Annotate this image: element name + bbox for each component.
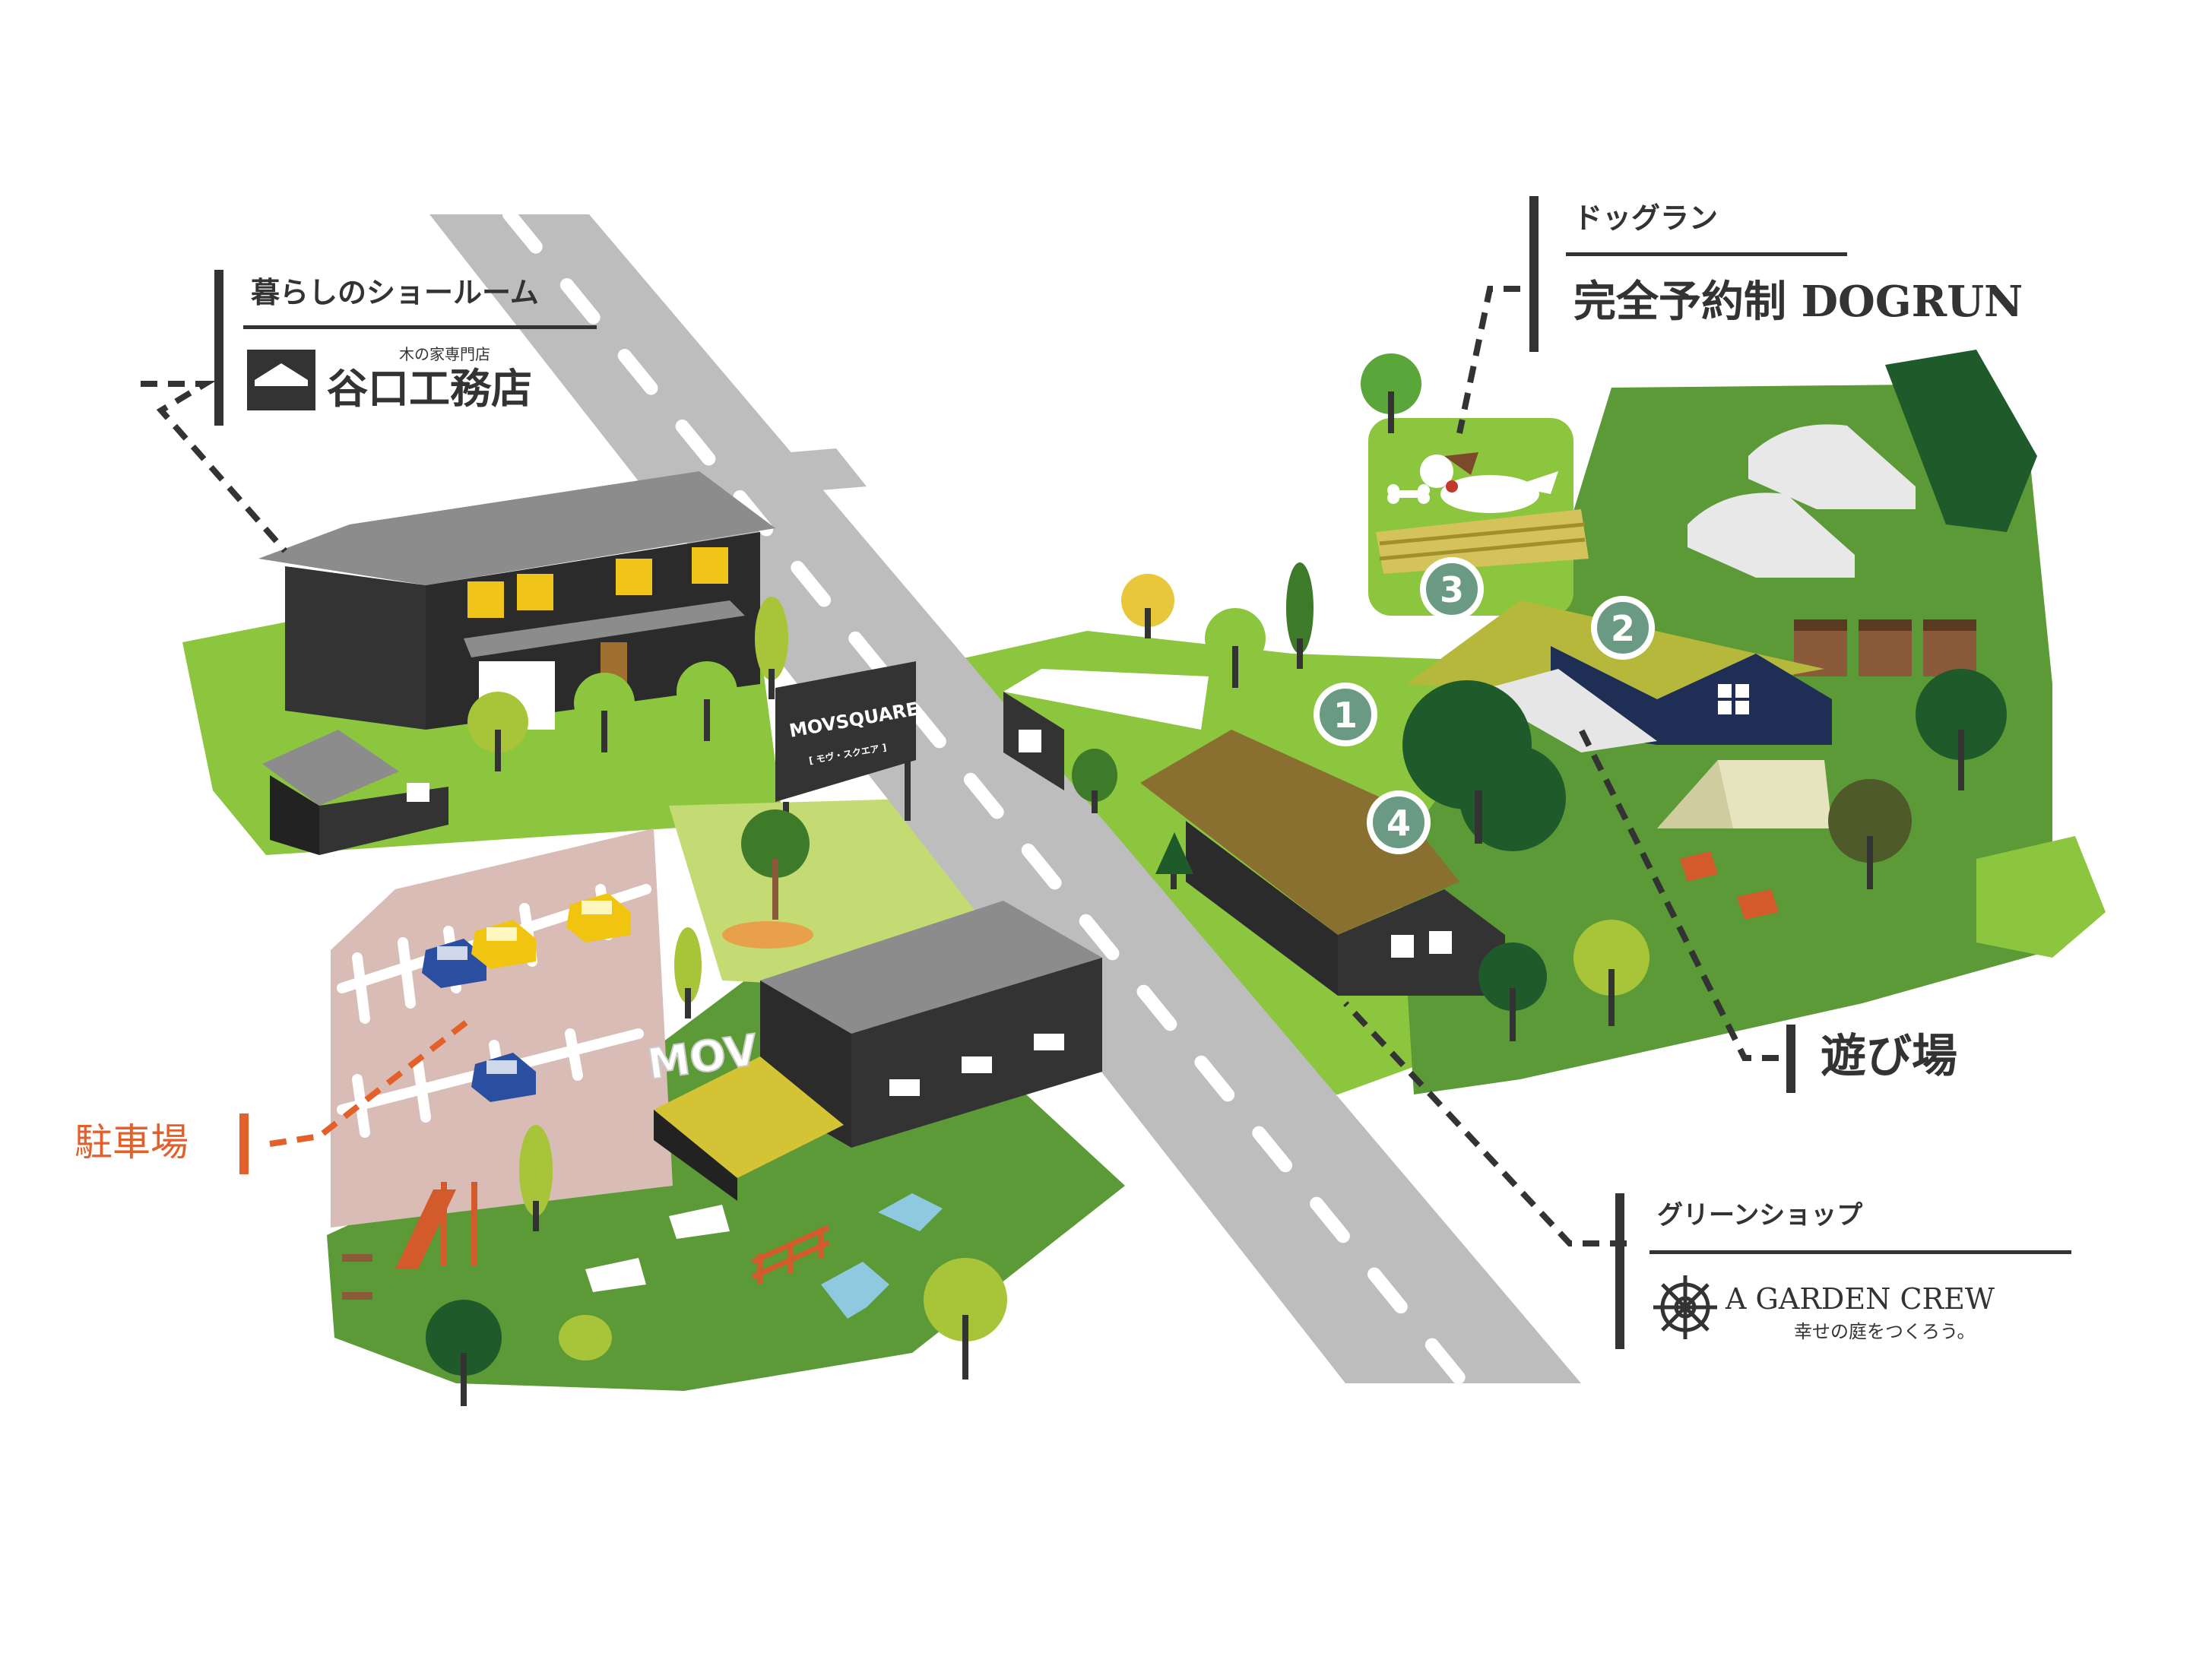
marker-3[interactable]: 3 <box>1420 557 1484 621</box>
parking-name: 駐車場 <box>74 1120 189 1164</box>
tree <box>467 692 528 771</box>
label-underline <box>1649 1250 2071 1254</box>
greenshop-label[interactable]: グリーンショップ A GARDEN CREW 幸せの庭をつくろう。 <box>1615 1193 2071 1349</box>
fence <box>751 1224 830 1284</box>
leader-lines <box>141 286 1779 1246</box>
tree <box>741 809 810 920</box>
parking-lot <box>331 828 673 1227</box>
tree <box>1205 608 1266 688</box>
tree <box>924 1258 1007 1379</box>
marker-4-label: 4 <box>1386 803 1411 844</box>
playground <box>342 1182 477 1300</box>
tree <box>1478 942 1547 1041</box>
greenhouses <box>1688 424 1916 578</box>
car <box>422 939 486 988</box>
car <box>471 1053 536 1102</box>
parking-surface <box>331 828 673 1227</box>
label-bar <box>1529 196 1539 352</box>
tent <box>1657 760 1832 828</box>
playground-name: 遊び場 <box>1821 1030 1957 1083</box>
bench-icon <box>342 1254 372 1300</box>
marker-2[interactable]: 2 <box>1591 596 1655 660</box>
greenshop-name: A GARDEN CREW <box>1725 1282 1995 1316</box>
parking-label[interactable]: 駐車場 <box>74 1113 249 1174</box>
leader-playground <box>1578 728 1779 1061</box>
tree <box>559 1315 612 1360</box>
windows <box>467 547 728 618</box>
tree <box>1828 779 1912 889</box>
label-underline <box>1566 252 1847 256</box>
label-underline <box>243 325 597 329</box>
tree <box>674 927 702 1018</box>
tree <box>722 921 813 949</box>
tree <box>519 1125 553 1231</box>
showroom-label[interactable]: 暮らしのショールーム 木の家専門店 谷口工務店 <box>214 270 597 426</box>
greenshop-tagline: 幸せの庭をつくろう。 <box>1794 1321 1976 1342</box>
tree <box>1121 574 1174 638</box>
bone-icon <box>1387 484 1430 504</box>
greenshop-category: グリーンショップ <box>1657 1200 1862 1231</box>
dogrun-label[interactable]: ドッグラン 完全予約制 DOGRUN <box>1529 196 2023 352</box>
marker-1-label: 1 <box>1333 695 1358 736</box>
leader-parking <box>269 1015 474 1147</box>
leader-greenshop <box>1343 1001 1627 1246</box>
greenhouse <box>1748 424 1916 509</box>
dogrun <box>1376 452 1589 574</box>
tree <box>1885 350 2037 532</box>
leader-showroom <box>141 381 288 553</box>
marker-1[interactable]: 1 <box>1314 683 1377 746</box>
dog-fence <box>1376 509 1589 574</box>
dogrun-name: 完全予約制 DOGRUN <box>1573 277 2023 327</box>
tree <box>1286 562 1314 669</box>
bird-icon <box>821 1193 943 1319</box>
animal-icon <box>585 1205 730 1292</box>
roof <box>258 471 775 585</box>
house-logo-icon <box>247 350 315 410</box>
tree <box>1361 353 1421 433</box>
chairs <box>1680 851 1779 920</box>
marker-3-label: 3 <box>1440 569 1464 610</box>
marker-2-label: 2 <box>1611 608 1635 649</box>
patio <box>1475 669 1657 752</box>
storage-boxes <box>1794 619 1976 676</box>
playground-label[interactable]: 遊び場 <box>1786 1025 1957 1093</box>
label-bar <box>1786 1025 1795 1093</box>
grass-right-edge <box>1976 836 2106 958</box>
dogrun-category: ドッグラン <box>1573 201 1718 235</box>
label-bar <box>214 270 223 426</box>
tree <box>426 1300 502 1406</box>
greenhouse <box>1688 493 1855 578</box>
tree <box>574 673 635 752</box>
road-center-line <box>502 207 1470 1390</box>
car <box>566 893 631 942</box>
tree <box>1072 749 1117 813</box>
movsquare-signboard: MOVSQUARE [ モヴ・スクエア ] <box>775 661 921 840</box>
road-branch <box>745 448 867 494</box>
showroom-building <box>258 471 775 855</box>
label-bar <box>1615 1193 1624 1349</box>
tree <box>1573 920 1649 1026</box>
tree <box>1402 680 1566 851</box>
marker-4[interactable]: 4 <box>1367 790 1431 854</box>
tree <box>755 597 788 699</box>
long-building <box>1003 669 1505 996</box>
trees <box>426 350 2037 1406</box>
tree <box>677 661 737 741</box>
leader-dogrun <box>1456 286 1520 434</box>
mov-building <box>654 901 1102 1201</box>
ship-wheel-logo-icon <box>1653 1275 1717 1339</box>
markers: 1 2 3 4 <box>1314 557 1655 854</box>
showroom-category: 暮らしのショールーム <box>251 276 539 309</box>
tree <box>1155 832 1193 889</box>
tree <box>1916 669 2007 790</box>
showroom-subtitle: 木の家専門店 <box>399 345 490 363</box>
car <box>471 920 536 969</box>
showroom-name: 谷口工務店 <box>327 364 532 413</box>
dog-icon <box>1420 452 1558 513</box>
label-bar <box>239 1113 249 1174</box>
